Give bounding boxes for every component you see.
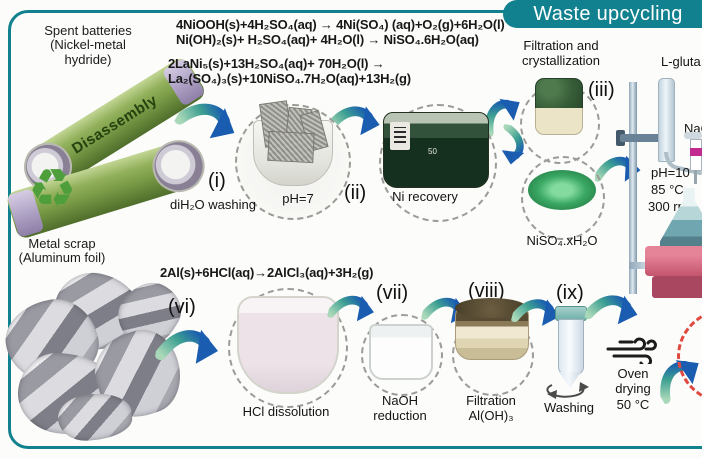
step-viii-numeral: (viii) (468, 280, 505, 302)
step-vii-label: NaOH reduction (363, 393, 437, 424)
title-line: (Nickel-metal (50, 37, 126, 53)
condition-temp: 85 °C (651, 182, 684, 197)
hot-plate-base (652, 276, 702, 298)
step-iii-numeral: (iii) (588, 79, 615, 101)
recovery-photo-circle (379, 104, 497, 222)
step-iii-title: Filtration and crystallization (508, 38, 614, 69)
wind-icon (606, 334, 658, 364)
dish-label-mark (394, 127, 406, 143)
stand-pole (629, 82, 637, 294)
condition-ph: pH=10 (651, 165, 690, 180)
naoh-beaker-photo (369, 324, 433, 380)
vial-white-base (535, 108, 583, 135)
metal-scrap-title: Metal scrap (Aluminum foil) (4, 236, 120, 266)
step-i-label: diH₂O washing (170, 197, 256, 212)
burette (658, 78, 675, 162)
step-vi-label: HCl dissolution (242, 404, 330, 419)
banner: Waste upcycling (503, 0, 702, 28)
oven-drying-label: Oven drying 50 °C (602, 366, 664, 412)
step-ii-numeral: (ii) (344, 182, 367, 204)
dish-label-sticker (390, 122, 410, 150)
electrode-scrap (267, 130, 315, 164)
step-i-numeral: (i) (208, 170, 226, 192)
burette-outlet-tube (658, 152, 702, 182)
naoh-photo-circle (361, 314, 443, 396)
l-glutamic-label: L-gluta (661, 54, 701, 69)
step-vi-numeral: (vi) (168, 296, 196, 318)
spent-batteries-title: Spent batteries (Nickel-metal hydride) (10, 23, 166, 67)
equation-nioh: Ni(OH)₂(s)+ H₂SO₄(aq)+ 4H₂O(l) → NiSO₄.6… (176, 32, 479, 47)
banner-title: Waste upcycling (533, 2, 683, 25)
step-vii-numeral: (vii) (376, 282, 409, 304)
filter-cake-top (455, 298, 527, 318)
step-viii-label-line: Al(OH)₃ (468, 408, 514, 424)
oven-label-line: Oven (617, 366, 649, 381)
hot-plate-top (645, 246, 702, 276)
step-ix-numeral: (ix) (556, 282, 584, 304)
pipette-plunger (684, 132, 702, 139)
dish-graduation: 50 (428, 147, 437, 156)
title-line: (Aluminum foil) (18, 250, 106, 266)
step-ii-label: Ni recovery (392, 189, 458, 204)
centrifuge-tube-body (558, 319, 584, 375)
equation-lani-2: La₂(SO₄)₃(s)+10NiSO₄.7H₂O(aq)+13H₂(g) (168, 71, 411, 86)
oven-label-line: 50 °C (616, 396, 650, 412)
recycle-icon: ♻ (28, 159, 77, 219)
step-vii-label-line: NaOH (381, 393, 419, 408)
title-line: Spent batteries (44, 23, 132, 38)
vial-green-crystals (535, 78, 583, 109)
step-ix-label: Washing (543, 400, 595, 415)
washing-ph-label: pH=7 (282, 191, 314, 206)
step-viii-label-line: Filtration (466, 393, 516, 408)
hcl-beaker-photo (237, 296, 339, 394)
nickel-sulfate-powder-photo (528, 170, 596, 210)
pipette-tip (694, 170, 697, 184)
title-line: Metal scrap (28, 236, 96, 251)
oven-label-line: drying (615, 381, 651, 397)
powder-photo-circle (521, 156, 605, 240)
pipette-band (690, 148, 702, 156)
equation-lani-1: 2LaNi₅(s)+13H₂SO₄(aq)+ 70H₂O(l) → (168, 56, 385, 71)
equation-niooh: 4NiOOH(s)+4H₂SO₄(aq) → 4Ni(SO₄) (aq)+O₂(… (176, 17, 505, 32)
nickel-sulfate-label: NiSO₄.xH₂O (526, 233, 598, 248)
step-iii-title-line: Filtration and (523, 38, 599, 53)
figure-border (8, 10, 702, 449)
hcl-photo-circle (228, 288, 348, 408)
title-line: hydride) (64, 51, 112, 67)
rotation-arrows-icon (542, 382, 594, 400)
step-viii-label: Filtration Al(OH)₃ (450, 393, 532, 424)
clamp-bar (620, 134, 664, 142)
step-iii-title-line: crystallization (521, 53, 601, 69)
equation-aluminum: 2Al(s)+6HCl(aq)→2AlCl₃(aq)+3H₂(g) (160, 265, 374, 280)
step-vii-label-line: reduction (373, 408, 427, 424)
